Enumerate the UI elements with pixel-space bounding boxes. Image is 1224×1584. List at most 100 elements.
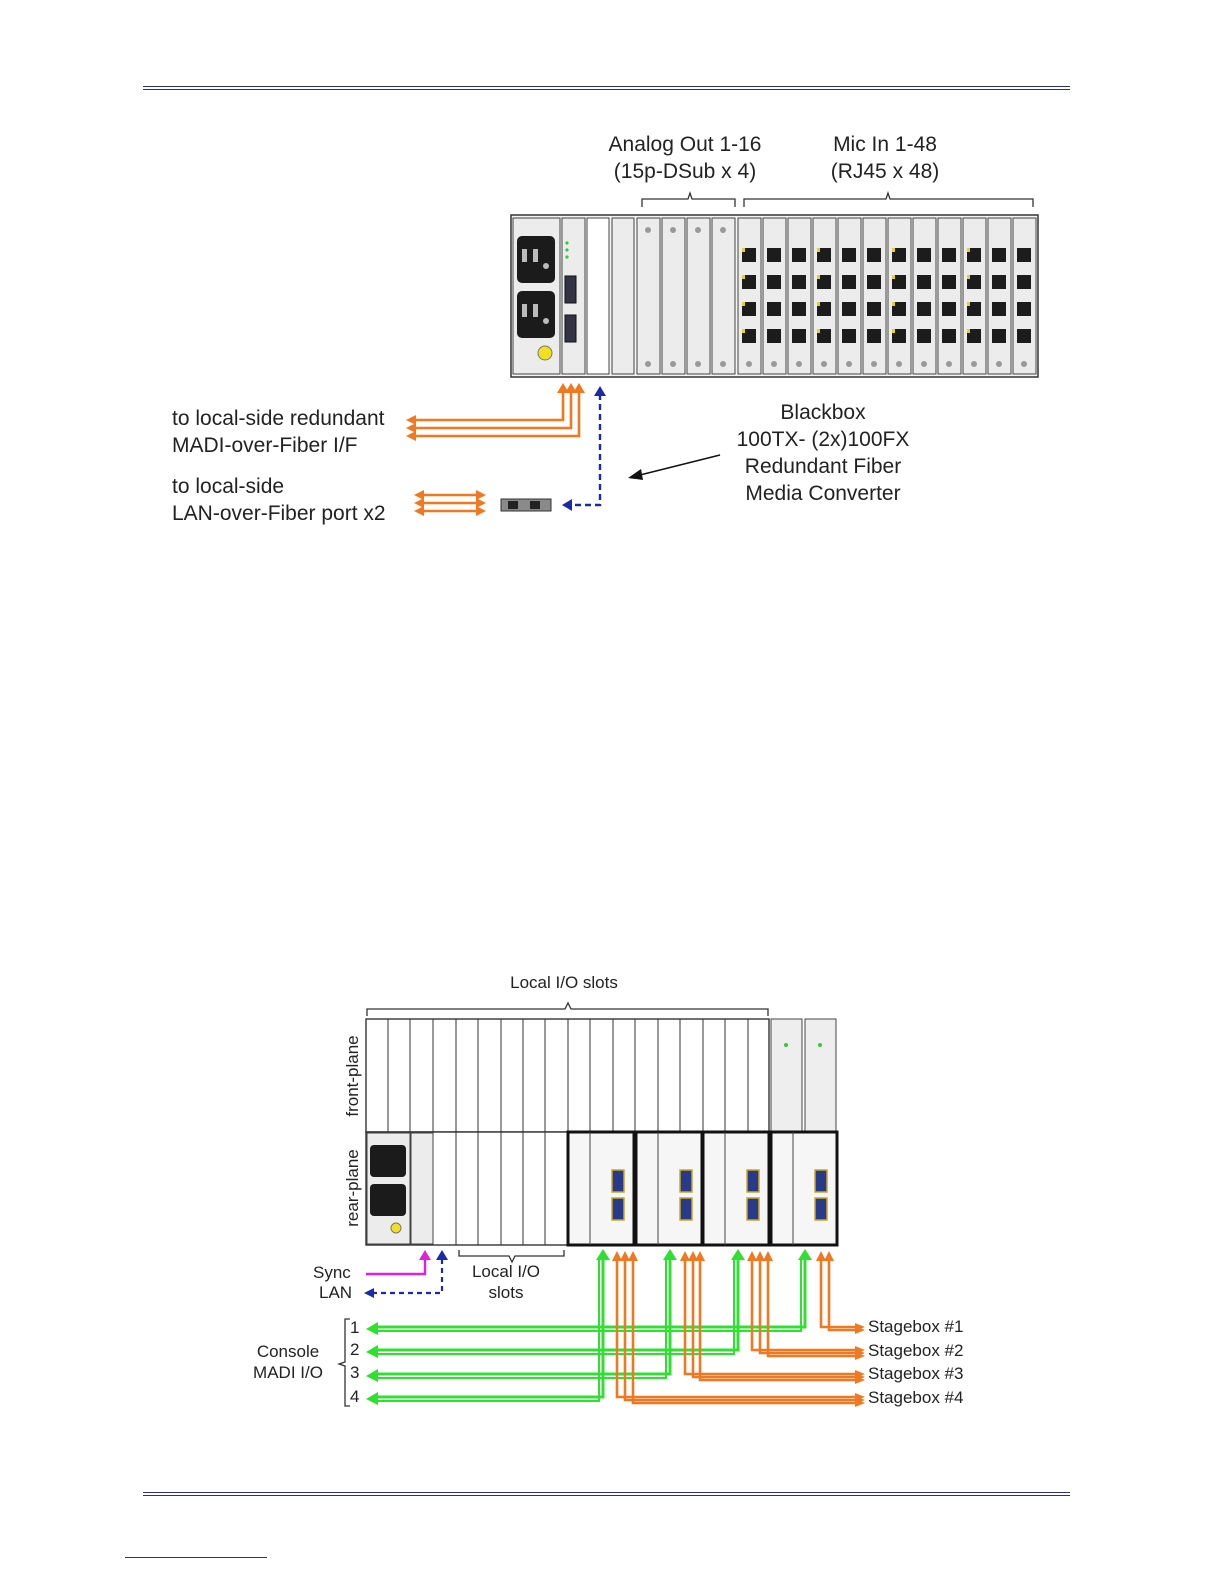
stagebox-2-label: Stagebox #2 xyxy=(868,1341,964,1360)
stagebox-line-2 xyxy=(766,1258,858,1358)
rj45-port-icon xyxy=(867,329,881,343)
stagebox-line-4 xyxy=(615,1258,858,1399)
stagebox-up-arrow-3 xyxy=(680,1251,690,1261)
rj45-port-icon xyxy=(867,275,881,289)
stagebox-up-arrow-2 xyxy=(763,1251,773,1261)
mic-in-card xyxy=(787,217,812,375)
madi-interface-card-1 xyxy=(566,1130,636,1247)
stagebox-right-arrow-3 xyxy=(855,1376,865,1384)
rj45-port-icon xyxy=(792,329,806,343)
rj45-port-icon xyxy=(842,302,856,316)
madi-interface-card-4 xyxy=(769,1130,839,1247)
switch-icon xyxy=(537,345,553,361)
mic-in-label: Mic In 1-48(RJ45 x 48) xyxy=(830,133,940,183)
mic-in-card xyxy=(737,217,762,375)
console-madi-line-1 xyxy=(372,1258,807,1329)
stagebox-line-2 xyxy=(750,1258,858,1352)
lan-fiber-lines xyxy=(422,493,478,513)
console-brace xyxy=(336,1318,350,1407)
stagebox-3-label: Stagebox #3 xyxy=(868,1364,964,1383)
stagebox-up-arrow-3 xyxy=(695,1251,705,1261)
lan-line-2 xyxy=(372,1258,444,1295)
console-port-4: 4 xyxy=(350,1387,360,1406)
spare-card xyxy=(611,217,635,375)
console-madi-line-3 xyxy=(372,1258,667,1379)
rj45-port-icon xyxy=(742,302,756,316)
rj45-port-icon xyxy=(842,275,856,289)
mic-in-card xyxy=(962,217,987,375)
rj45-port-icon xyxy=(817,302,831,316)
rj45-port-icon xyxy=(742,329,756,343)
stagebox-line-4 xyxy=(631,1258,858,1405)
rj45-port-icon xyxy=(967,248,981,262)
local-io-bottom-brace xyxy=(458,1250,565,1264)
rj45-port-icon xyxy=(942,275,956,289)
rj45-port-icon xyxy=(867,248,881,262)
rj45-port-icon xyxy=(917,248,931,262)
console-port-arrow-4 xyxy=(366,1392,378,1405)
console-port-2: 2 xyxy=(350,1340,360,1359)
rj45-port-icon xyxy=(792,302,806,316)
rj45-port-icon xyxy=(817,275,831,289)
stagebox-line-2 xyxy=(758,1258,858,1355)
console-madi-line-2 xyxy=(372,1258,735,1355)
rj45-port-icon xyxy=(967,302,981,316)
console-port-arrow-1 xyxy=(366,1322,378,1335)
figure-1-drawing xyxy=(406,190,1039,516)
console-port-arrow-2 xyxy=(366,1345,378,1358)
stagebox-chassis xyxy=(510,214,1039,378)
media-converter-icon xyxy=(500,498,552,512)
stagebox-right-arrow-2 xyxy=(855,1352,865,1360)
front-madi-card xyxy=(770,1018,803,1133)
rj45-port-icon xyxy=(917,329,931,343)
console-port-1: 1 xyxy=(350,1318,360,1337)
stagebox-up-arrow-1 xyxy=(816,1251,826,1261)
footnote-rule xyxy=(125,1557,267,1558)
mic-in-card xyxy=(1012,217,1037,375)
rj45-port-icon xyxy=(892,275,906,289)
rj45-port-icon xyxy=(1017,302,1031,316)
stagebox-right-arrow-1 xyxy=(855,1326,865,1334)
rj45-port-icon xyxy=(867,302,881,316)
rear-plane-label: rear-plane xyxy=(343,1149,362,1227)
rj45-port-icon xyxy=(767,248,781,262)
console-madi-line-3 xyxy=(372,1258,672,1376)
stagebox-line-4 xyxy=(623,1258,858,1402)
madi-interface-card-3 xyxy=(701,1130,771,1247)
analog-out-card xyxy=(661,217,686,375)
console-madi-line-2 xyxy=(372,1258,740,1352)
mic-in-card xyxy=(812,217,837,375)
stagebox-up-arrow-3 xyxy=(688,1251,698,1261)
rj45-port-icon xyxy=(1017,248,1031,262)
stagebox-line-1 xyxy=(819,1258,858,1329)
blackbox-pointer xyxy=(635,454,721,477)
mic-in-card xyxy=(762,217,787,375)
analog-out-card xyxy=(636,217,661,375)
local-io-top-label: Local I/O slots xyxy=(510,973,618,992)
rj45-port-icon xyxy=(767,302,781,316)
mic-in-card xyxy=(862,217,887,375)
rj45-port-icon xyxy=(817,248,831,262)
console-madi-line-1 xyxy=(372,1258,802,1332)
analog-out-label: Analog Out 1-16(15p-DSub x 4) xyxy=(608,133,762,183)
rj45-port-icon xyxy=(942,302,956,316)
sync-line xyxy=(366,1258,427,1276)
stagebox-up-arrow-2 xyxy=(747,1251,757,1261)
stagebox-line-3 xyxy=(698,1258,858,1382)
stagebox-up-arrow-4 xyxy=(612,1251,622,1261)
rj45-port-icon xyxy=(1017,329,1031,343)
rj45-port-icon xyxy=(792,275,806,289)
console-madi-arrow-2 xyxy=(731,1249,745,1260)
rj45-port-icon xyxy=(992,248,1006,262)
stagebox-up-arrow-1 xyxy=(824,1251,834,1261)
stagebox-4-label: Stagebox #4 xyxy=(868,1388,964,1407)
lan-line xyxy=(565,392,602,507)
console-madi-line-4 xyxy=(372,1258,605,1399)
rj45-port-icon xyxy=(767,275,781,289)
rj45-port-icon xyxy=(967,275,981,289)
